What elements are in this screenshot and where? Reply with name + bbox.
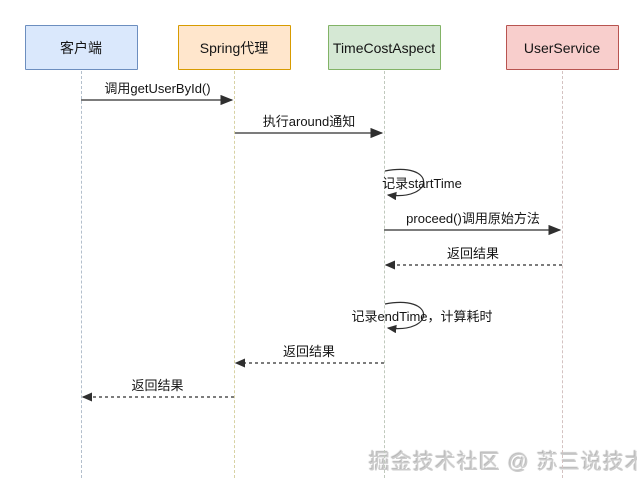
actor-label: Spring代理 <box>199 39 269 56</box>
actor-label: UserService <box>523 39 601 56</box>
self-message-label: 记录startTime <box>382 176 462 191</box>
actor-box-aspect: TimeCostAspect <box>327 25 441 70</box>
message-label: 返回结果 <box>282 344 336 359</box>
self-message-label: 记录endTime，计算耗时 <box>351 309 493 324</box>
message-label: 执行around通知 <box>262 114 356 129</box>
self-message-arc <box>384 301 425 334</box>
actor-box-client: 客户端 <box>24 25 138 70</box>
message-label: 调用getUserById() <box>104 81 211 96</box>
message-label: 返回结果 <box>131 378 184 393</box>
actor-label: 客户端 <box>60 39 102 56</box>
message-label: 返回结果 <box>446 246 500 261</box>
watermark: 掘金技术社区 @ 苏三说技术 <box>369 451 637 474</box>
self-message-arc <box>384 168 425 201</box>
lifeline-proxy <box>233 71 235 478</box>
message-label: proceed()调用原始方法 <box>406 211 540 226</box>
lifeline-client <box>80 71 82 478</box>
actor-box-proxy: Spring代理 <box>177 25 291 70</box>
lifeline-aspect <box>383 71 385 478</box>
lifeline-service <box>561 71 563 478</box>
actor-label: TimeCostAspect <box>332 39 436 56</box>
actor-box-service: UserService <box>505 25 619 70</box>
